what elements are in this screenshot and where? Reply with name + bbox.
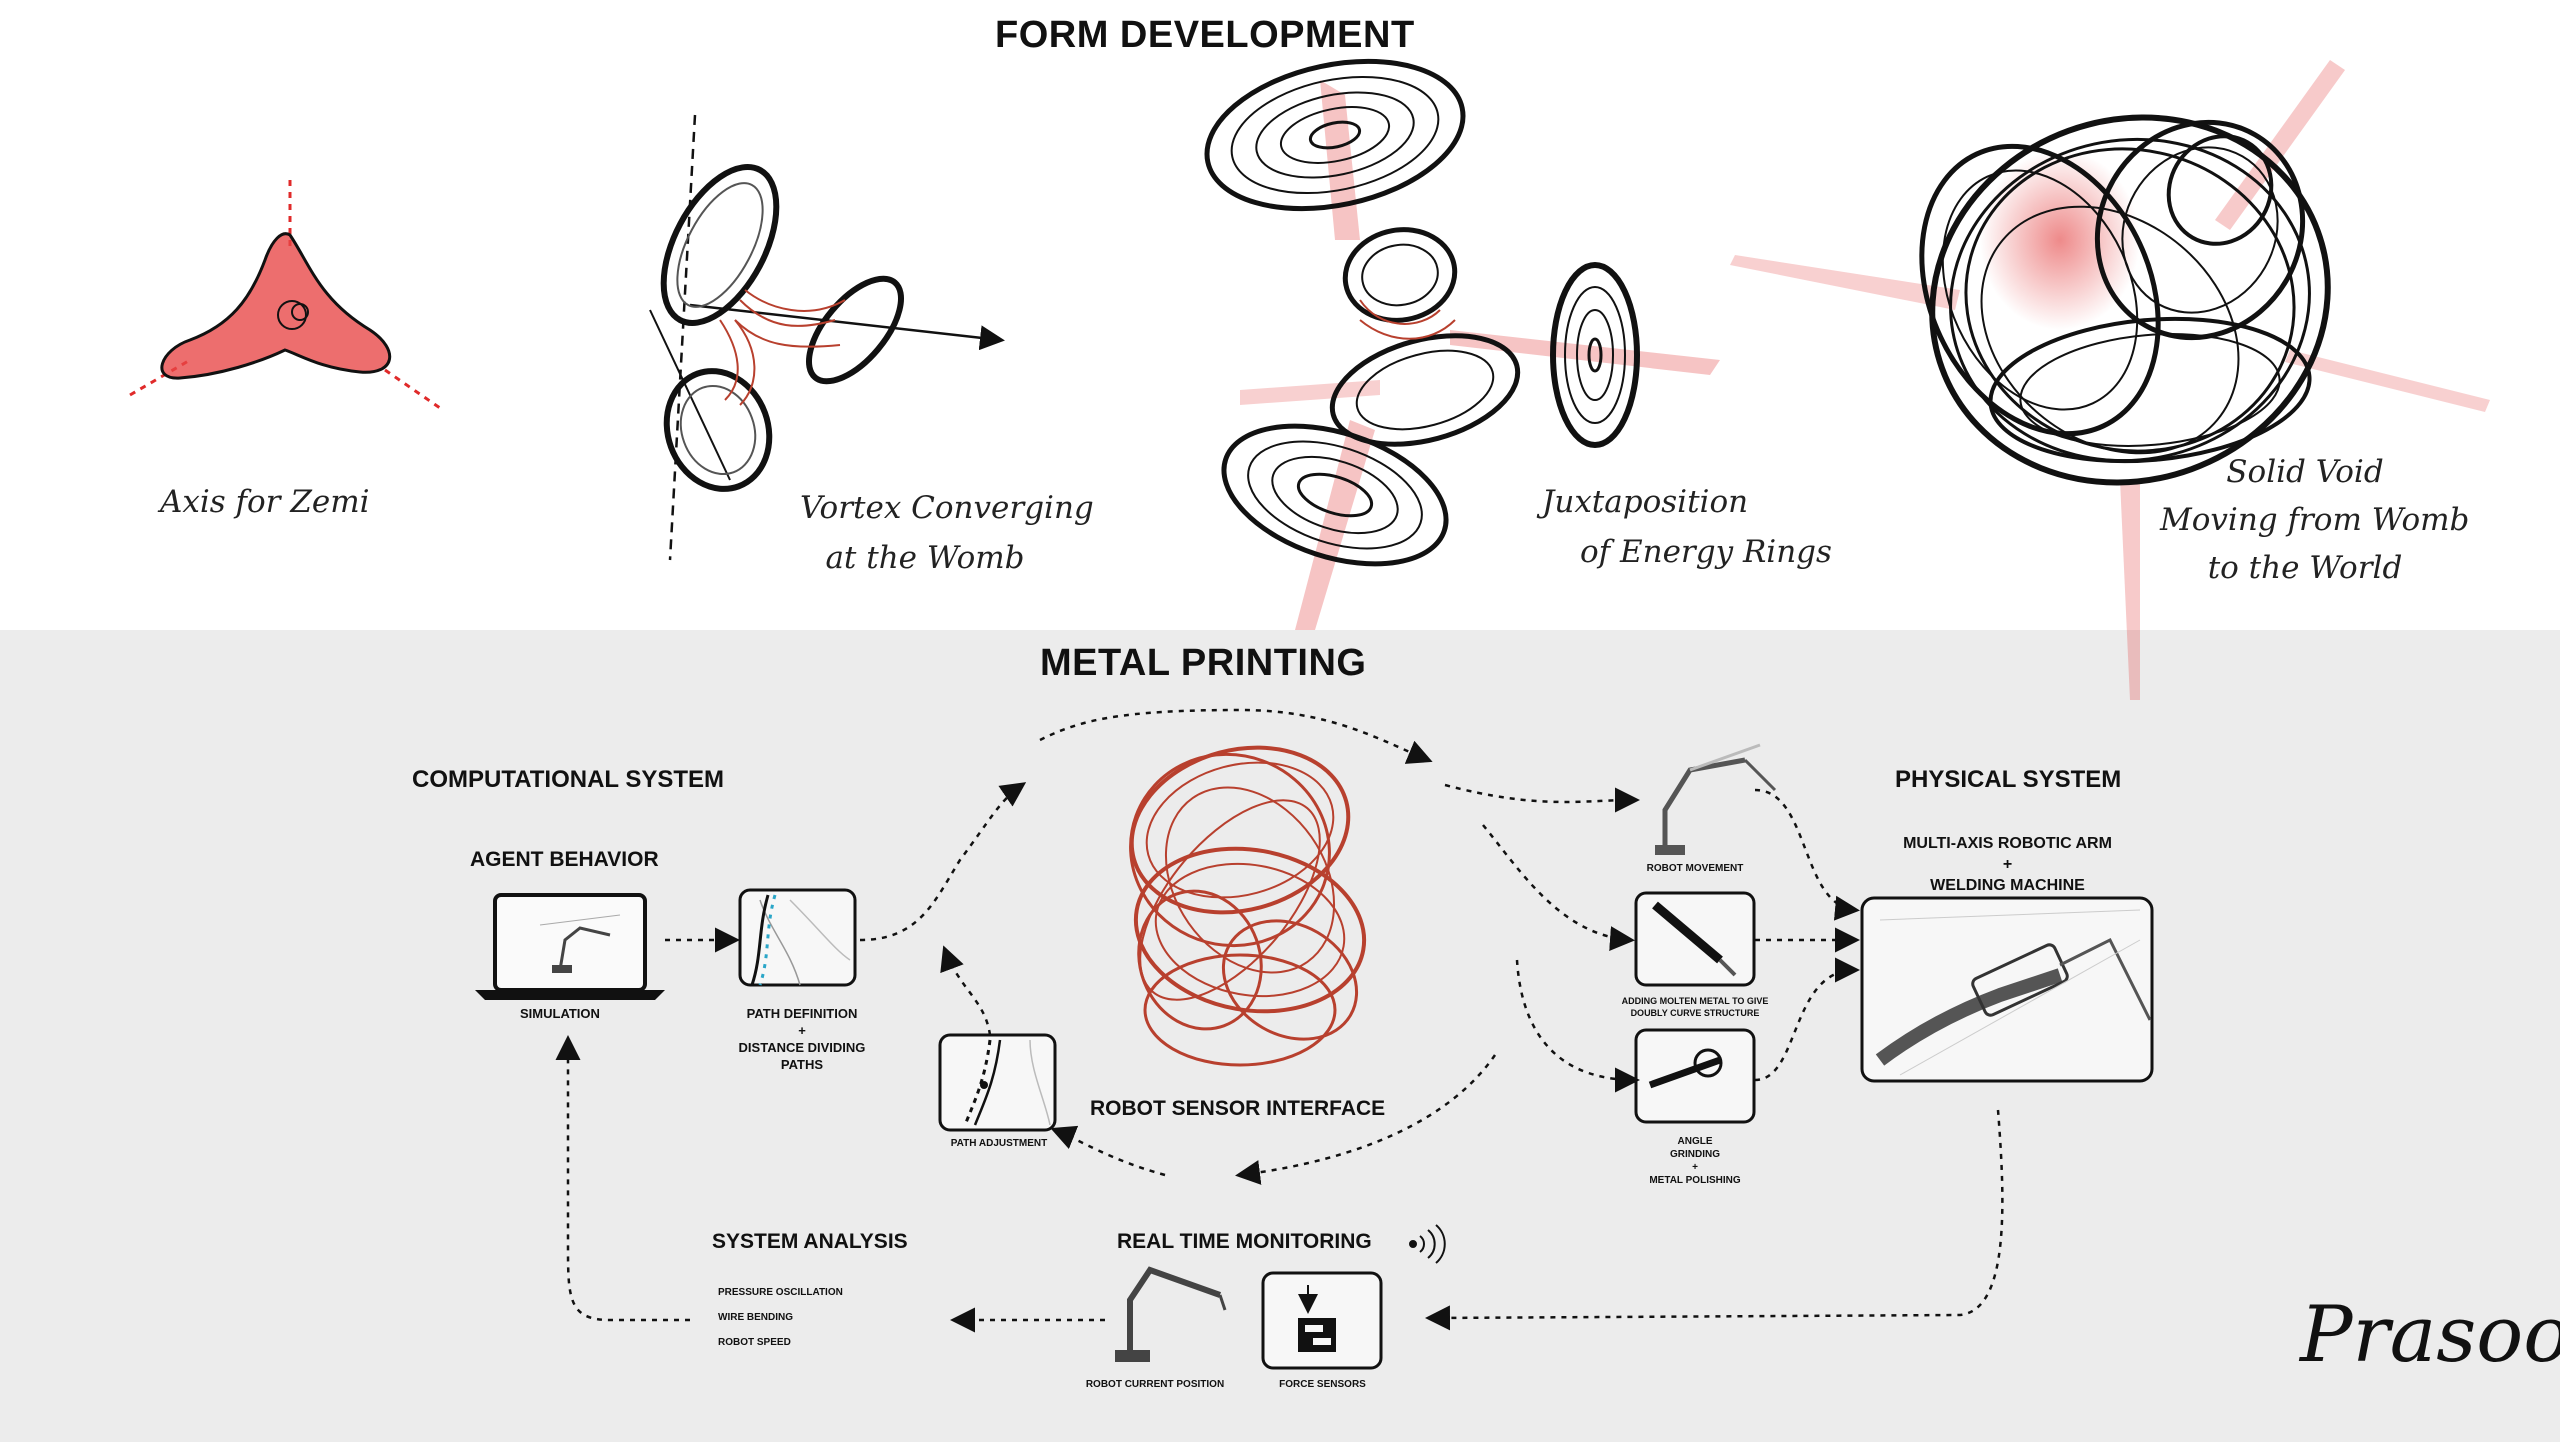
- signature: Prasoon: [2300, 1290, 2560, 1380]
- path-definition-box: [738, 888, 857, 987]
- grinding-label: ANGLE GRINDING + METAL POLISHING: [1620, 1135, 1770, 1187]
- molten-metal-label: ADDING MOLTEN METAL TO GIVE DOUBLY CURVE…: [1600, 996, 1790, 1019]
- robotic-arm-line3: WELDING MACHINE: [1930, 876, 2085, 894]
- metal-printing-title: METAL PRINTING: [1040, 642, 1367, 684]
- robotic-arm-box: [1860, 896, 2154, 1083]
- path-adjustment-box: [938, 1033, 1057, 1132]
- path-definition-label: PATH DEFINITION + DISTANCE DIVIDING PATH…: [712, 1006, 892, 1074]
- juxtaposition-label-line1: Juxtaposition: [1541, 484, 1749, 520]
- path-definition-line4: PATHS: [780, 1056, 824, 1072]
- grinding-line2: GRINDING: [1670, 1149, 1720, 1160]
- molten-metal-line1: ADDING MOLTEN METAL TO GIVE: [1621, 996, 1769, 1006]
- robotic-arm-label: MULTI-AXIS ROBOTIC ARM + WELDING MACHINE: [1860, 834, 2155, 896]
- solid-void-sketch: [1730, 60, 2490, 700]
- agent-behavior-label: AGENT BEHAVIOR: [470, 848, 659, 871]
- molten-metal-box: [1634, 891, 1756, 987]
- simulation-label: SIMULATION: [520, 1006, 600, 1021]
- signal-icon: [1409, 1224, 1446, 1264]
- grinding-line4: METAL POLISHING: [1649, 1175, 1741, 1186]
- energy-rings-sketch: [1204, 58, 1720, 630]
- axis-for-zemi-label: Axis for Zemi: [160, 484, 370, 520]
- force-sensors-box: [1261, 1271, 1383, 1370]
- solid-void-label-line2: Moving from Womb: [2160, 502, 2470, 539]
- laptop-simulation-icon: [475, 893, 665, 1000]
- computational-system-header: COMPUTATIONAL SYSTEM: [412, 766, 724, 793]
- path-definition-line1: PATH DEFINITION: [746, 1006, 858, 1021]
- robot-movement-icon: [1655, 743, 1777, 855]
- flow-arrows: [555, 708, 2004, 1333]
- analysis-item: WIRE BENDING: [718, 1312, 793, 1323]
- system-analysis-list: PRESSURE OSCILLATION WIRE BENDING ROBOT …: [718, 1280, 843, 1355]
- system-analysis-header: SYSTEM ANALYSIS: [712, 1230, 908, 1253]
- robot-sensor-interface-form: [1129, 745, 1367, 1067]
- robot-current-position-label: ROBOT CURRENT POSITION: [1085, 1379, 1225, 1390]
- path-adjustment-label: PATH ADJUSTMENT: [950, 1138, 1048, 1149]
- robot-current-position-icon: [1115, 1266, 1227, 1362]
- robotic-arm-line1: MULTI-AXIS ROBOTIC ARM: [1903, 835, 2112, 852]
- molten-metal-line2: DOUBLY CURVE STRUCTURE: [1630, 1007, 1760, 1018]
- grinding-line3: +: [1692, 1162, 1698, 1173]
- zemi-axis-sketch: [129, 180, 441, 410]
- force-sensors-label: FORCE SENSORS: [1279, 1379, 1366, 1390]
- solid-void-label: Solid Void Moving from Womb to the World: [2160, 448, 2470, 592]
- solid-void-label-line3: to the World: [2207, 550, 2403, 587]
- vortex-label-line2: at the Womb: [825, 539, 1025, 576]
- grinding-line1: ANGLE: [1677, 1136, 1713, 1147]
- analysis-item: ROBOT SPEED: [718, 1337, 791, 1348]
- robot-movement-label: ROBOT MOVEMENT: [1646, 863, 1744, 874]
- path-definition-line3: DISTANCE DIVIDING: [738, 1039, 866, 1055]
- vortex-sketch: [649, 114, 1005, 561]
- path-definition-line2: +: [798, 1022, 806, 1038]
- vortex-label-line1: Vortex Converging: [800, 490, 1094, 526]
- physical-system-header: PHYSICAL SYSTEM: [1895, 766, 2122, 793]
- robotic-arm-line2: +: [2002, 855, 2013, 873]
- solid-void-label-line1: Solid Void: [2226, 454, 2384, 490]
- real-time-monitoring-label: REAL TIME MONITORING: [1117, 1230, 1372, 1253]
- robot-sensor-interface-label: ROBOT SENSOR INTERFACE: [1090, 1097, 1386, 1120]
- grinding-box: [1634, 1028, 1756, 1124]
- form-development-title: FORM DEVELOPMENT: [995, 14, 1415, 56]
- vortex-label: Vortex Converging at the Womb: [800, 484, 1094, 583]
- analysis-item: PRESSURE OSCILLATION: [718, 1287, 843, 1298]
- juxtaposition-label: Juxtaposition of Energy Rings: [1520, 478, 1832, 577]
- juxtaposition-label-line2: of Energy Rings: [1580, 533, 1832, 570]
